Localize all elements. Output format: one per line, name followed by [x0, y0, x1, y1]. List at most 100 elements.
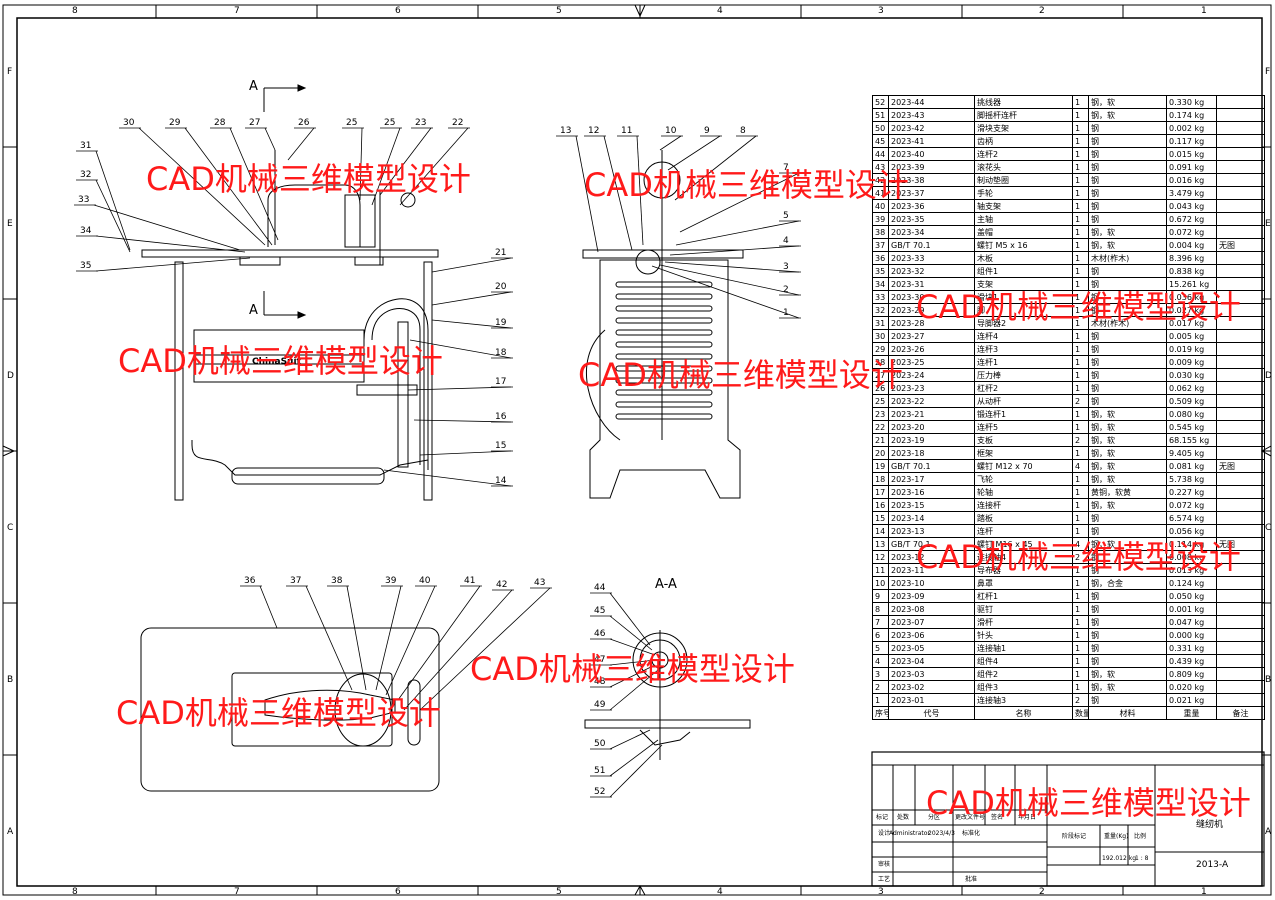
- bom-cell: 杠杆1: [974, 589, 1073, 603]
- bom-cell: 0.019 kg: [1166, 342, 1217, 356]
- bom-cell: 钢: [1088, 329, 1167, 343]
- balloon-number: 27: [249, 118, 261, 128]
- bom-cell: 钢: [1088, 628, 1167, 642]
- watermark: CAD机械三维模型设计: [584, 166, 909, 204]
- bom-cell: 44: [872, 147, 889, 161]
- bom-cell: 钢，软: [1088, 472, 1167, 486]
- balloon-leader: [431, 291, 512, 306]
- bom-cell: 2023-27: [888, 329, 975, 343]
- zone-row-label: C: [1265, 523, 1272, 533]
- bom-cell: 2023-04: [888, 654, 975, 668]
- balloon-number: 28: [214, 118, 226, 128]
- bom-cell: GB/T 70.1: [888, 238, 975, 252]
- title-block: [871, 751, 1265, 887]
- center-mark-right: [1260, 445, 1272, 457]
- bom-cell: 从动杆: [974, 394, 1073, 408]
- bom-cell: [1216, 173, 1265, 187]
- bom-cell: 50: [872, 121, 889, 135]
- balloon-number: 35: [80, 261, 92, 271]
- bom-cell: [1216, 108, 1265, 122]
- bom-cell: 0.043 kg: [1166, 199, 1217, 213]
- balloon-leader: [664, 261, 800, 273]
- bom-cell: 锻连杆1: [974, 407, 1073, 421]
- balloon-number: 40: [419, 576, 431, 586]
- bom-cell: [1216, 615, 1265, 629]
- frame-slot: [615, 401, 713, 408]
- tb-designer: Administrator: [889, 830, 930, 837]
- balloon-leader: [95, 179, 131, 253]
- bom-cell: 0.072 kg: [1166, 498, 1217, 512]
- bom-cell: 1: [1072, 264, 1089, 278]
- bom-cell: [1216, 355, 1265, 369]
- balloon-number: 20: [495, 282, 507, 292]
- bom-cell: 组件3: [974, 680, 1073, 694]
- balloon-leader: [305, 585, 353, 691]
- side-frame-body: [589, 259, 741, 499]
- balloon-number: 30: [123, 118, 135, 128]
- bom-cell: 16: [872, 498, 889, 512]
- bom-cell: 连杆3: [974, 342, 1073, 356]
- balloon-leader: [383, 469, 512, 487]
- bom-cell: 1: [1072, 212, 1089, 226]
- balloon-leader: [95, 235, 246, 253]
- bom-cell: 0.809 kg: [1166, 667, 1217, 681]
- tb-approve: 批准: [965, 876, 978, 883]
- frame-slot: [615, 413, 713, 420]
- top-view: [140, 627, 440, 792]
- bom-cell: 连杆2: [974, 147, 1073, 161]
- zone-col-label: 6: [395, 6, 401, 16]
- balloon-number: 11: [621, 126, 633, 136]
- bom-cell: 组件1: [974, 264, 1073, 278]
- balloon-number: 32: [80, 170, 92, 180]
- bom-cell: 2023-34: [888, 225, 975, 239]
- zone-col-label: 1: [1201, 887, 1207, 897]
- tb-mass: 192.012 kg: [1102, 855, 1137, 862]
- balloon-leader: [609, 669, 659, 711]
- zone-col-label: 7: [234, 887, 240, 897]
- bom-cell: [1216, 576, 1265, 590]
- zone-col-label: 5: [556, 6, 562, 16]
- balloon-leader: [287, 127, 315, 161]
- bom-cell: [1216, 329, 1265, 343]
- balloon-leader: [674, 135, 757, 201]
- bom-cell: 钢: [1088, 693, 1167, 707]
- bom-cell: 1: [1072, 524, 1089, 538]
- bom-cell: 51: [872, 108, 889, 122]
- bom-cell: 2: [872, 680, 889, 694]
- balloon-number: 21: [495, 248, 507, 258]
- bom-cell: [1216, 693, 1265, 707]
- bom-cell: 盖帽: [974, 225, 1073, 239]
- bom-cell: 2023-44: [888, 95, 975, 109]
- bom-cell: 钢，软: [1088, 446, 1167, 460]
- bom-cell: [1216, 212, 1265, 226]
- front-view: [141, 150, 439, 501]
- bom-cell: 框架: [974, 446, 1073, 460]
- balloon-number: 36: [244, 576, 256, 586]
- right-leg: [423, 261, 433, 501]
- bom-cell: 21: [872, 433, 889, 447]
- bom-cell: 29: [872, 342, 889, 356]
- balloon-leader: [609, 592, 651, 646]
- bom-cell: 钢: [1088, 641, 1167, 655]
- balloon-leader: [346, 585, 367, 691]
- bom-cell: 0.050 kg: [1166, 589, 1217, 603]
- bom-cell: 连接轴3: [974, 693, 1073, 707]
- frame-slot: [615, 317, 713, 324]
- bom-cell: 3.479 kg: [1166, 186, 1217, 200]
- bom-header-row: 序号代号名称数量材料重量备注: [872, 706, 1265, 720]
- bom-cell: 2023-35: [888, 212, 975, 226]
